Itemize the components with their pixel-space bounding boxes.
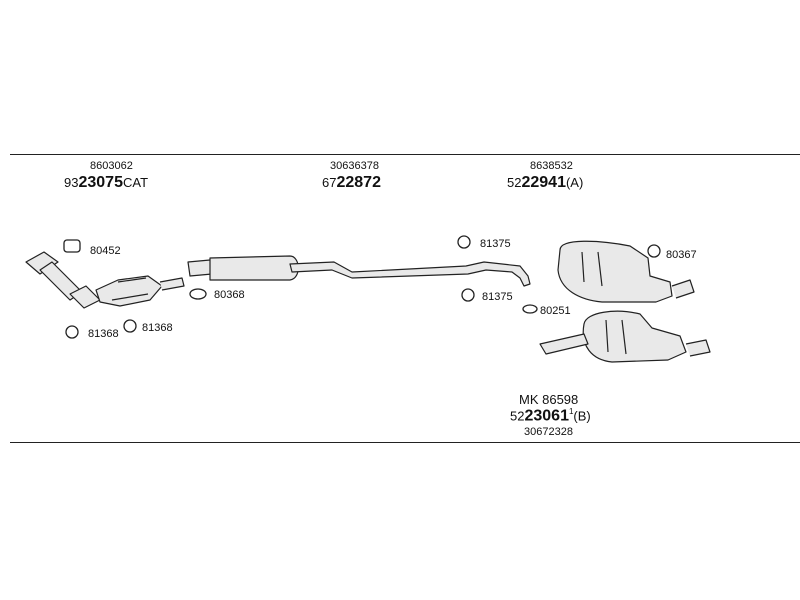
bottom-border-line bbox=[10, 442, 800, 443]
callout-label: 80367 bbox=[666, 249, 697, 261]
kit-prefix: 52 bbox=[510, 408, 525, 424]
group-1-suffix: CAT bbox=[122, 175, 149, 190]
group-1-part: 23075 bbox=[78, 174, 123, 191]
clamp-icon[interactable] bbox=[522, 304, 538, 314]
top-border-line bbox=[10, 154, 800, 155]
rear-silencer-b[interactable] bbox=[539, 310, 711, 363]
kit-part-number[interactable]: 52230611(B) bbox=[510, 407, 591, 425]
rubber-mount-icon[interactable] bbox=[457, 235, 471, 249]
front-downpipe[interactable] bbox=[25, 251, 101, 309]
group-1-part-number[interactable]: 9323075CAT bbox=[64, 174, 148, 192]
group-2-prefix: 67 bbox=[322, 175, 337, 190]
callout-label: 80368 bbox=[214, 289, 245, 301]
kit-ref-number: 30672328 bbox=[524, 426, 573, 438]
front-silencer[interactable] bbox=[187, 255, 531, 287]
group-3-ref-number: 8638532 bbox=[530, 160, 573, 172]
callout-label: 80452 bbox=[90, 245, 121, 257]
ring-gasket-icon[interactable] bbox=[189, 288, 207, 300]
callout-label: 80251 bbox=[540, 305, 571, 317]
group-1-prefix: 93 bbox=[64, 175, 79, 190]
group-3-part: 22941 bbox=[521, 174, 566, 191]
group-3-prefix: 52 bbox=[507, 175, 522, 190]
catalytic-converter[interactable] bbox=[95, 275, 185, 307]
callout-label: 81375 bbox=[480, 238, 511, 250]
hanger-icon[interactable] bbox=[123, 319, 137, 333]
callout-label: 81375 bbox=[482, 291, 513, 303]
group-1-ref-number: 8603062 bbox=[90, 160, 133, 172]
callout-label: 81368 bbox=[142, 322, 173, 334]
group-2-ref-number: 30636378 bbox=[330, 160, 379, 172]
rear-silencer-a[interactable] bbox=[557, 240, 695, 303]
kit-suffix: (B) bbox=[573, 408, 591, 424]
group-2-part-number[interactable]: 6722872 bbox=[322, 174, 381, 192]
hanger-icon[interactable] bbox=[65, 325, 79, 339]
rubber-mount-icon[interactable] bbox=[647, 244, 661, 258]
callout-label: 81368 bbox=[88, 328, 119, 340]
group-2-part: 22872 bbox=[336, 174, 381, 191]
kit-mark: 1 bbox=[568, 407, 574, 416]
group-3-suffix: (A) bbox=[565, 175, 584, 190]
group-3-part-number[interactable]: 5222941(A) bbox=[507, 174, 583, 192]
gasket-icon[interactable] bbox=[63, 239, 81, 253]
rubber-mount-icon[interactable] bbox=[461, 288, 475, 302]
kit-part: 23061 bbox=[524, 407, 569, 425]
kit-label: MK 86598 bbox=[519, 392, 579, 407]
